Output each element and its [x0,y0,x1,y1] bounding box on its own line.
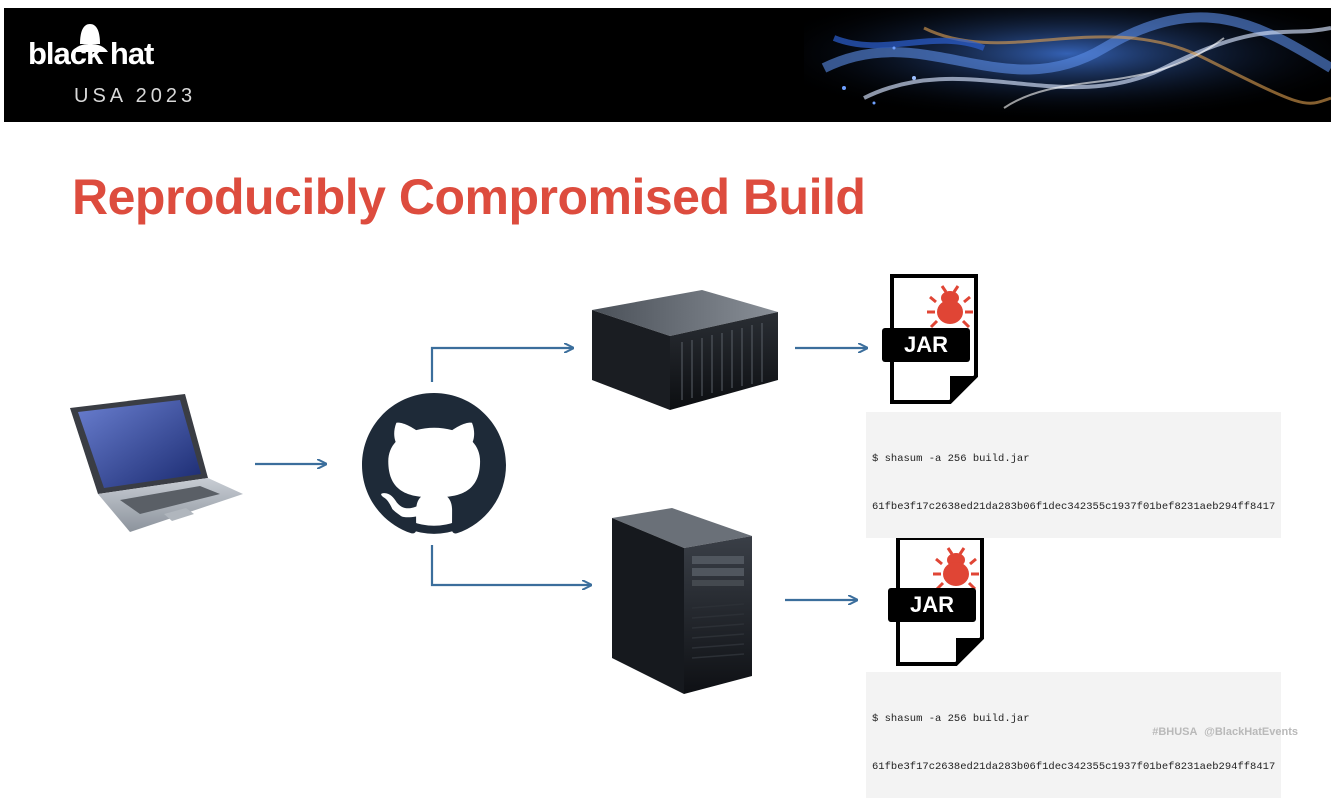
arrow-repo-to-rack [430,348,572,382]
tower-server-icon [612,508,752,694]
rack-server-icon [592,290,778,410]
header-banner: black hat USA 2023 [4,8,1331,122]
laptop-icon [70,394,243,532]
bug-icon [933,547,979,591]
hat-logo-icon [72,24,108,52]
footer-hashtags: #BHUSA @BlackHatEvents [1152,726,1298,738]
shasum-command: $ shasum -a 256 build.jar [872,712,1030,725]
brand-wordmark: black hat [28,36,154,71]
connector-arrows [255,0,1338,756]
bug-icon [927,285,973,329]
jar-label: JAR [910,592,954,617]
hash-value: 61fbe3f17c2638ed21da283b06f1dec342355c19… [872,761,1276,774]
smoke-graphic [804,8,1331,122]
event-label: USA 2023 [74,85,197,107]
slide-title: Reproducibly Compromised Build [72,169,866,225]
shasum-command: $ shasum -a 256 build.jar [872,452,1030,465]
hash-value: 61fbe3f17c2638ed21da283b06f1dec342355c19… [872,501,1276,514]
jar-file-icon-top: JAR [882,274,978,404]
jar-label: JAR [904,332,948,357]
hash-output-top: $ shasum -a 256 build.jar 61fbe3f17c2638… [866,412,1282,538]
arrow-repo-to-tower [430,545,590,585]
jar-file-icon-bottom: JAR [888,536,984,666]
github-icon [362,393,506,534]
